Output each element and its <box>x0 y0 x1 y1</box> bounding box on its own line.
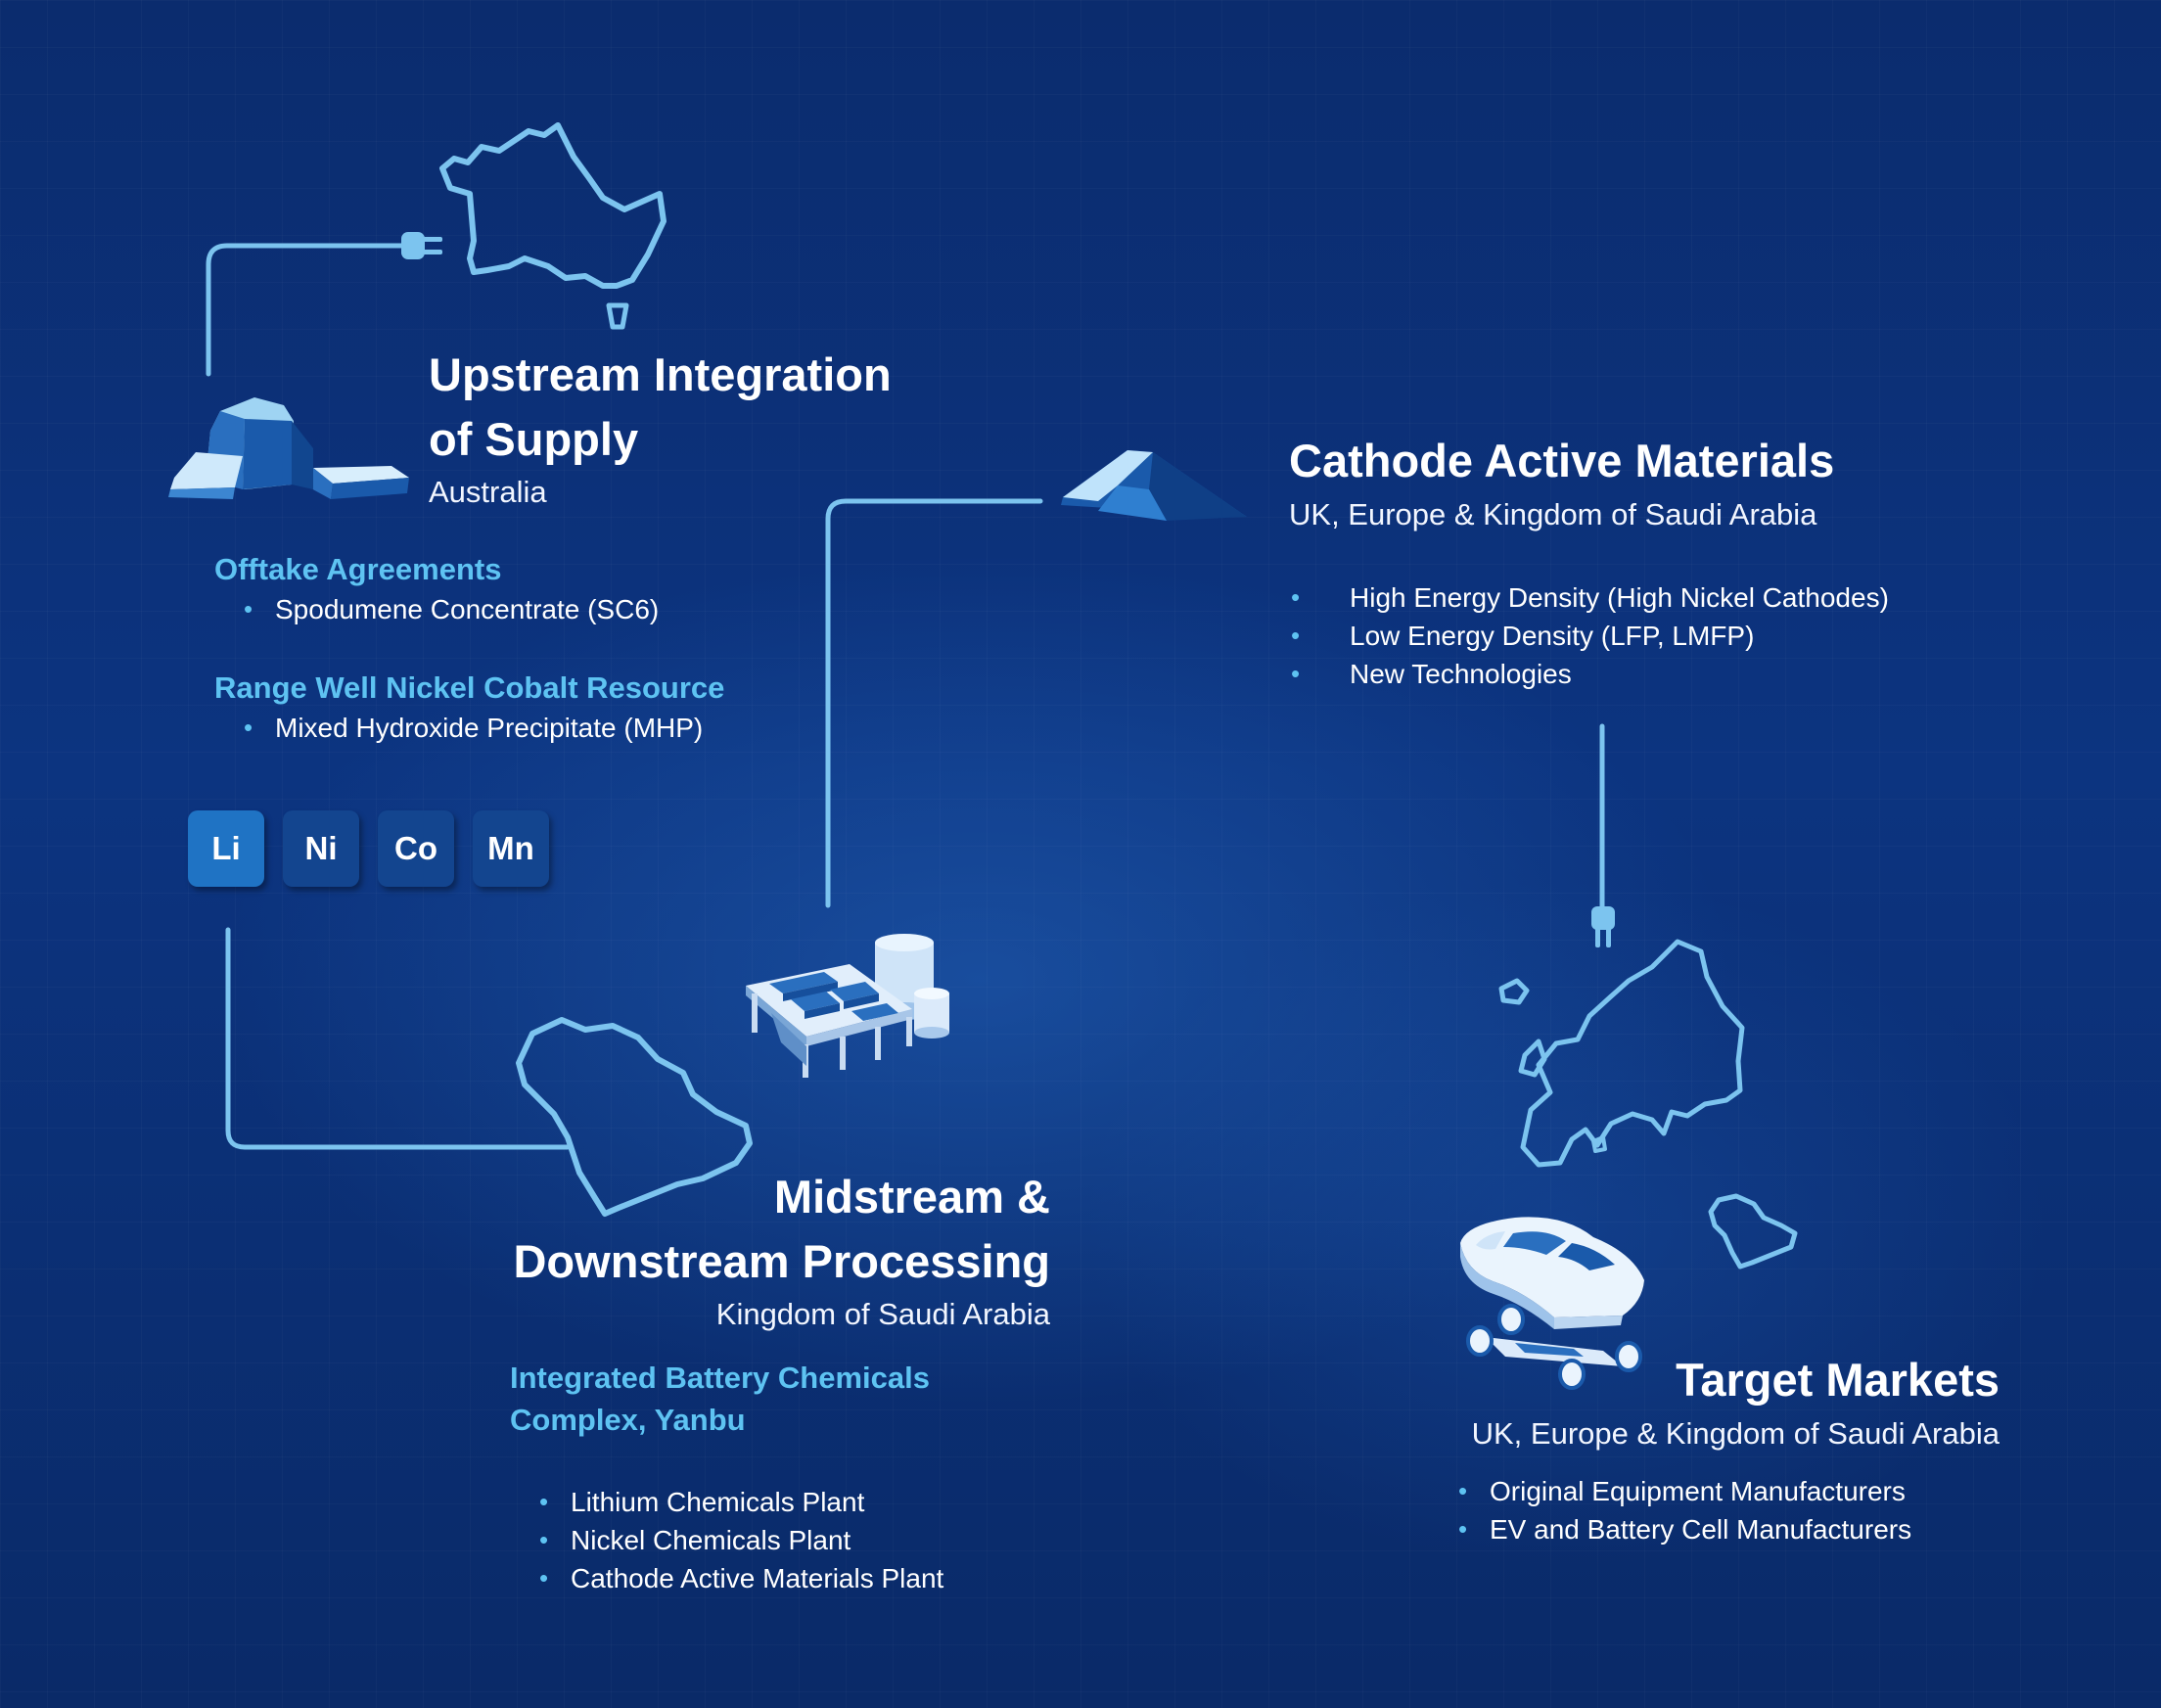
upstream-location: Australia <box>429 475 547 509</box>
list-item: Nickel Chemicals Plant <box>539 1521 943 1559</box>
rock-ore-icon <box>168 397 409 499</box>
list-item: Mixed Hydroxide Precipitate (MHP) <box>244 709 703 747</box>
midstream-location: Kingdom of Saudi Arabia <box>715 1297 1050 1331</box>
connector-midstream-cathode <box>825 498 1043 908</box>
plug-icon <box>401 232 442 259</box>
plug-icon <box>1591 906 1615 947</box>
midstream-list: Lithium Chemicals Plant Nickel Chemicals… <box>539 1483 943 1597</box>
saudi-arabia-map-icon <box>1708 1193 1798 1269</box>
complex-heading-line1: Integrated Battery Chemicals <box>510 1361 930 1395</box>
element-chip-mn: Mn <box>473 810 549 887</box>
powder-pile-icon <box>1061 450 1247 521</box>
list-item: Cathode Active Materials Plant <box>539 1559 943 1597</box>
cathode-list: High Energy Density (High Nickel Cathode… <box>1289 578 1889 693</box>
target-list: Original Equipment Manufacturers EV and … <box>1458 1472 1911 1548</box>
list-item: Low Energy Density (LFP, LMFP) <box>1289 617 1889 655</box>
list-item: New Technologies <box>1289 655 1889 693</box>
list-item: Lithium Chemicals Plant <box>539 1483 943 1521</box>
complex-heading-line2: Complex, Yanbu <box>510 1403 746 1437</box>
offtake-heading: Offtake Agreements <box>214 552 502 586</box>
electric-car-icon <box>1460 1217 1644 1390</box>
midstream-title-line1: Midstream & <box>773 1171 1050 1223</box>
list-item: Original Equipment Manufacturers <box>1458 1472 1911 1510</box>
list-item: Spodumene Concentrate (SC6) <box>244 590 659 628</box>
connector-upstream-midstream <box>225 927 571 1150</box>
element-chip-co: Co <box>378 810 454 887</box>
connector-australia-upstream <box>206 243 406 377</box>
upstream-title-line2: of Supply <box>429 413 639 465</box>
chemical-plant-icon <box>746 934 949 1078</box>
saudi-arabia-map-icon <box>516 1017 753 1217</box>
cathode-location: UK, Europe & Kingdom of Saudi Arabia <box>1289 497 1817 531</box>
midstream-title-line2: Downstream Processing <box>513 1235 1050 1287</box>
upstream-title-line1: Upstream Integration <box>429 348 892 400</box>
australia-map-icon <box>439 122 667 330</box>
element-chip-li: Li <box>188 810 264 887</box>
rangewell-list: Mixed Hydroxide Precipitate (MHP) <box>244 709 703 747</box>
element-chip-ni: Ni <box>283 810 359 887</box>
list-item: EV and Battery Cell Manufacturers <box>1458 1510 1911 1548</box>
target-title: Target Markets <box>1676 1354 2000 1406</box>
offtake-list: Spodumene Concentrate (SC6) <box>244 590 659 628</box>
target-location: UK, Europe & Kingdom of Saudi Arabia <box>1471 1416 2000 1451</box>
cathode-title: Cathode Active Materials <box>1289 435 1835 486</box>
rangewell-heading: Range Well Nickel Cobalt Resource <box>214 670 725 705</box>
europe-map-icon <box>1498 939 1745 1168</box>
list-item: High Energy Density (High Nickel Cathode… <box>1289 578 1889 617</box>
